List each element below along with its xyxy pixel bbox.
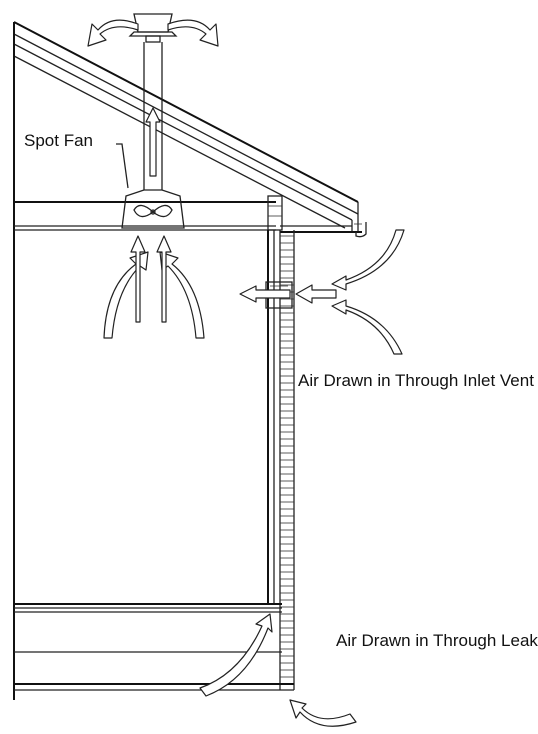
exhaust-duct [128,13,178,190]
exhaust-arrows [87,19,219,47]
floor [14,603,294,691]
interior-structure [13,22,283,700]
inlet-vent-arrows [239,229,405,355]
leak-arrows [199,613,357,727]
inlet-vent-label: Air Drawn in Through Inlet Vent [298,371,534,390]
intake-arrows-interior [103,235,205,339]
spot-fan [116,143,185,229]
roof [13,21,367,238]
leaks-label: Air Drawn in Through Leaks [336,631,538,650]
siding-hatch [280,235,294,685]
spot-fan-label: Spot Fan [24,131,93,150]
